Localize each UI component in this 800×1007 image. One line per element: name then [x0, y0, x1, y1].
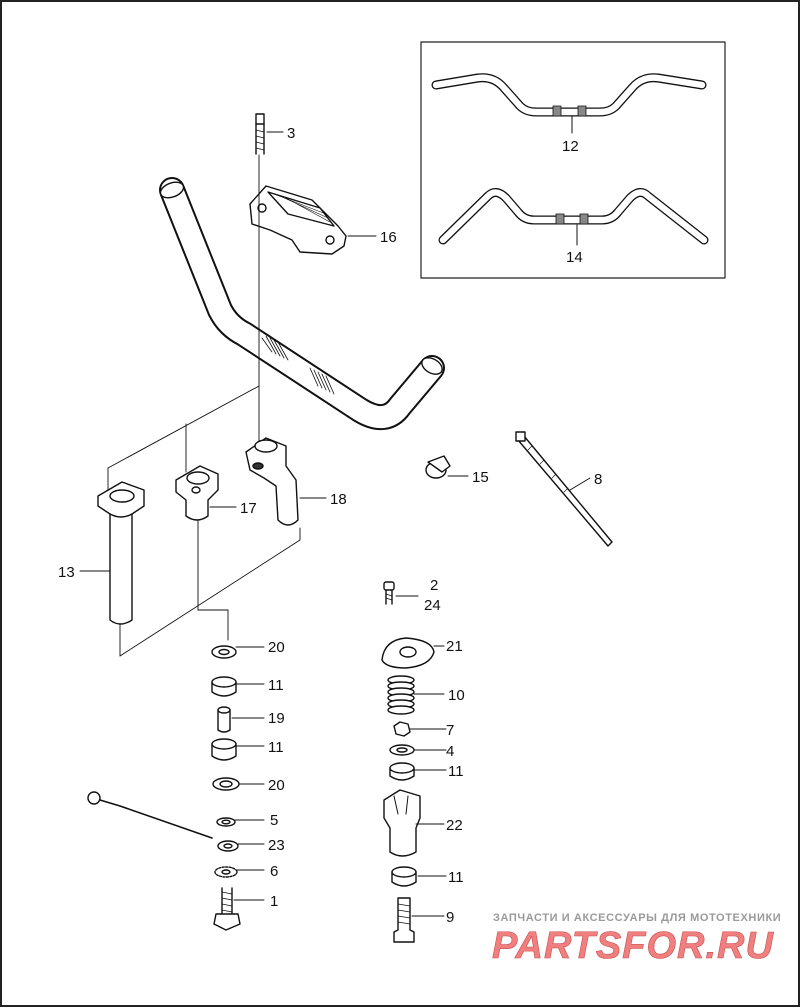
washer-20a-part [211, 645, 265, 659]
callout-13: 13 [58, 564, 75, 581]
callout-14: 14 [566, 249, 583, 266]
handlebar-12-part [431, 73, 707, 134]
bushing-11a-part [211, 676, 265, 697]
callout-11-right-upper: 11 [448, 763, 464, 780]
callout-3: 3 [287, 125, 295, 142]
callout-5: 5 [270, 812, 278, 829]
callout-11-left-lower: 11 [268, 739, 284, 756]
callout-15: 15 [472, 469, 489, 486]
watermark-caption: ЗАПЧАСТИ И АКСЕССУАРЫ ДЛЯ МОТОТЕХНИКИ [493, 912, 782, 924]
riser-18-part [245, 437, 327, 526]
callout-22: 22 [446, 817, 463, 834]
clip-15-part [425, 455, 469, 479]
watermark-logo: PARTSFOR.RU [492, 925, 774, 966]
riser-17-part [175, 465, 237, 521]
inset-frame [420, 41, 726, 279]
bolt-2-part [383, 581, 419, 605]
riser-13-part [79, 481, 145, 625]
washer-4-part [389, 744, 447, 756]
bolt-1-part [213, 887, 265, 931]
callout-16: 16 [380, 229, 397, 246]
callout-11-right-lower: 11 [448, 869, 464, 886]
group-bracket-lines [107, 385, 301, 657]
cable-tie-8-part [515, 431, 613, 547]
callout-20-lower: 20 [268, 777, 285, 794]
callout-18: 18 [330, 491, 347, 508]
bushing-11d-part [391, 866, 447, 887]
callout-11-left-upper: 11 [268, 677, 284, 694]
callout-19: 19 [268, 710, 285, 727]
bolt-3-part [255, 113, 284, 155]
washer-20b-part [212, 777, 265, 791]
callout-12: 12 [562, 138, 579, 155]
callout-4: 4 [446, 743, 454, 760]
bushing-11b-part [211, 738, 265, 761]
callout-10: 10 [448, 687, 465, 704]
callout-21: 21 [446, 638, 463, 655]
nut-7-part [393, 721, 447, 737]
callout-20-upper: 20 [268, 639, 285, 656]
main-handlebar-part [159, 177, 445, 430]
stud-9-part [393, 897, 445, 943]
callout-6: 6 [270, 863, 278, 880]
callout-2: 2 [430, 577, 438, 594]
callout-1: 1 [270, 893, 278, 910]
callout-17: 17 [240, 500, 257, 517]
sleeve-19-part [217, 706, 265, 733]
spring-10-part [387, 675, 445, 715]
ground-strap-23-part [87, 791, 265, 852]
clamp-16-part [249, 185, 377, 255]
lock-washer-5-part [216, 817, 265, 827]
stem-22-part [383, 789, 445, 857]
star-washer-6-part [214, 866, 265, 878]
callout-9: 9 [446, 909, 454, 926]
cap-21-part [381, 637, 445, 669]
callout-24: 24 [424, 597, 441, 614]
handlebar-14-part [438, 188, 709, 246]
callout-8: 8 [594, 471, 602, 488]
watermark-logo-text: PARTSFOR.RU [492, 925, 774, 966]
callout-7: 7 [446, 722, 454, 739]
bushing-11c-part [389, 762, 447, 781]
callout-23: 23 [268, 837, 285, 854]
